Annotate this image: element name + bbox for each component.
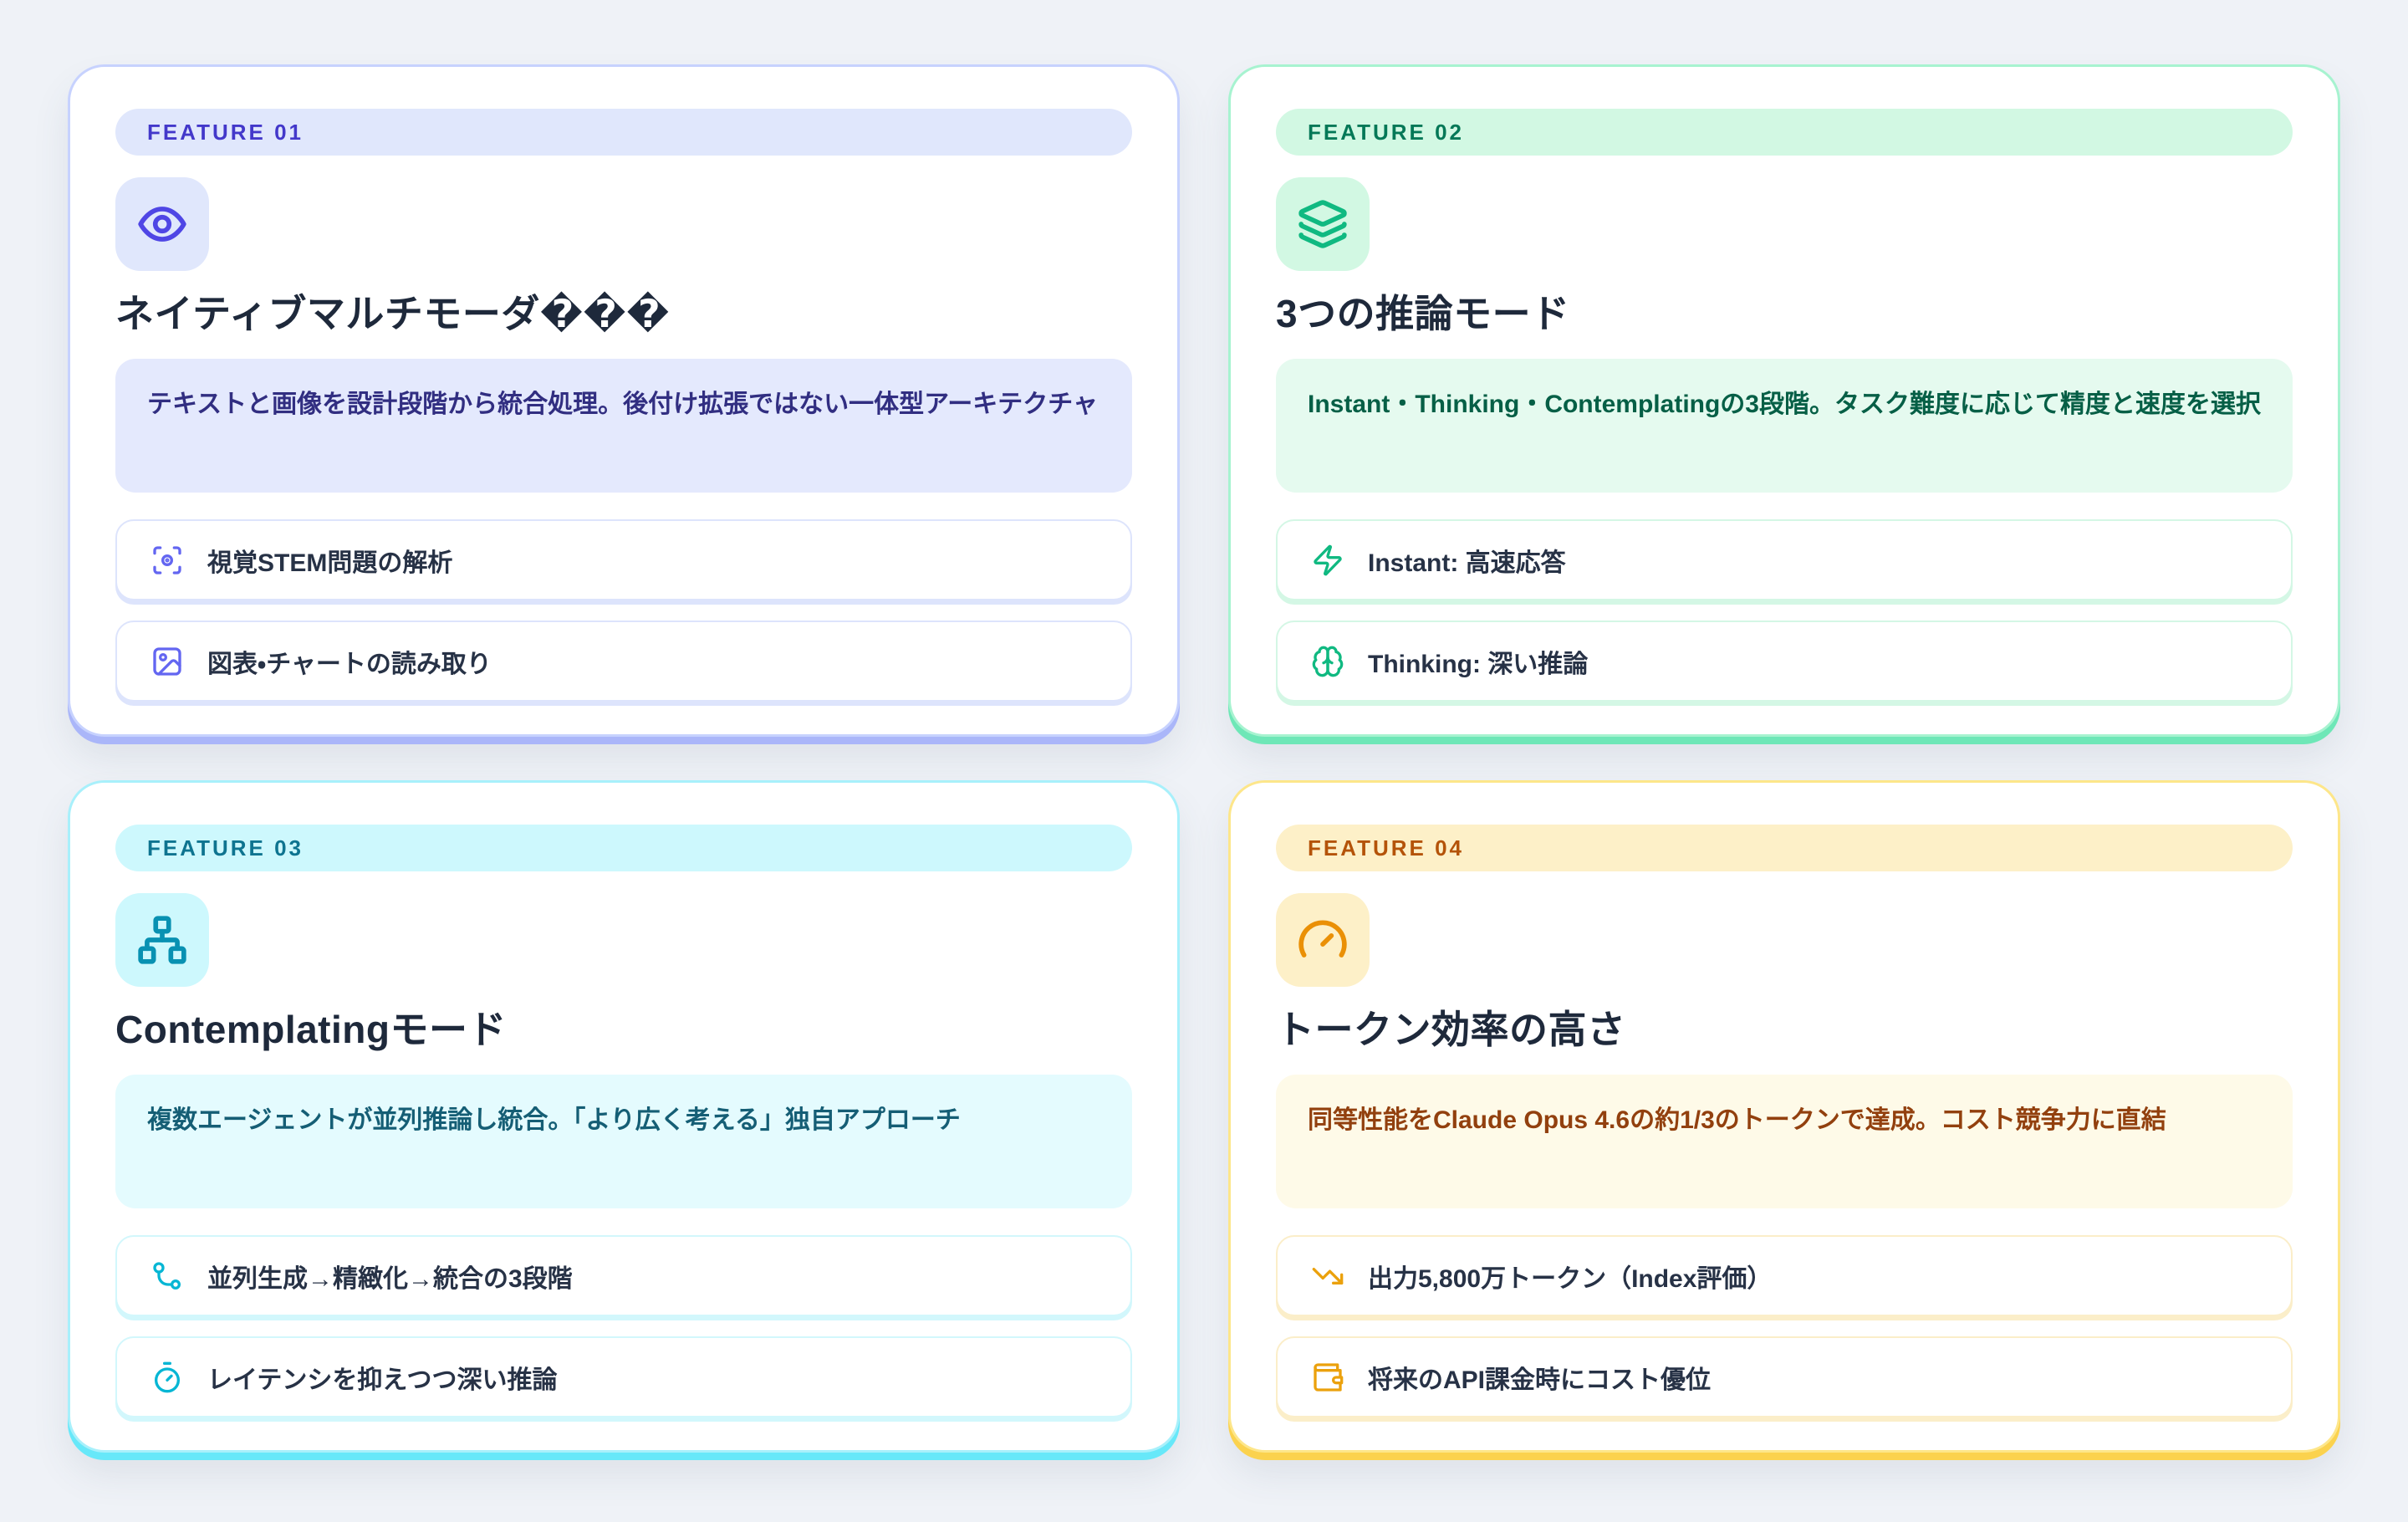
card-description: テキストと画像を設計段階から統合処理。後付け拡張ではない一体型アーキテクチャ [115, 359, 1132, 493]
layers-icon [1276, 177, 1370, 271]
card-description: 同等性能をClaude Opus 4.6の約1/3のトークンで達成。コスト競争力… [1276, 1075, 2293, 1209]
trending-down-icon [1311, 1259, 1344, 1293]
list-item: Instant: 高速応答 [1276, 519, 2293, 601]
list-item-label: Thinking: 深い推論 [1368, 650, 1589, 678]
feature-card-multimodal: FEATURE 01 ネイティブマルチモーダ��� テキストと画像を設計段階から… [68, 64, 1180, 737]
card-title: 3つの推論モード [1276, 292, 1570, 335]
list-item-label: Instant: 高速応答 [1368, 549, 1566, 577]
feature-badge-label: FEATURE 02 [1308, 119, 1464, 145]
timer-icon [150, 1361, 184, 1394]
brain-icon [1311, 645, 1344, 678]
list-item: 将来のAPI課金時にコスト優位 [1276, 1336, 2293, 1418]
feature-card-reasoning-modes: FEATURE 02 3つの推論モード Instant・Thinking・Con… [1228, 64, 2340, 737]
list-item-label: 視覚STEM問題の解析 [207, 549, 453, 577]
card-description: Instant・Thinking・Contemplatingの3段階。タスク難度… [1276, 359, 2293, 493]
list-item-label: 出力5,800万トークン（Index評価） [1368, 1264, 1773, 1293]
feature-badge-label: FEATURE 04 [1308, 835, 1464, 861]
list-item: 視覚STEM問題の解析 [115, 519, 1132, 601]
feature-badge-label: FEATURE 01 [147, 119, 304, 145]
wallet-icon [1311, 1361, 1344, 1394]
list-item-label: レイテンシを抑えつつ深い推論 [207, 1366, 558, 1394]
scan-eye-icon [150, 544, 184, 577]
git-merge-icon [150, 1259, 184, 1293]
feature-badge-label: FEATURE 03 [147, 835, 304, 861]
gauge-icon [1276, 893, 1370, 987]
card-item-list: 並列生成→精緻化→統合の3段階 レイテンシを抑えつつ深い推論 [115, 1235, 1132, 1418]
list-item: レイテンシを抑えつつ深い推論 [115, 1336, 1132, 1418]
image-icon [150, 645, 184, 678]
feature-badge: FEATURE 03 [115, 825, 1132, 871]
list-item: 並列生成→精緻化→統合の3段階 [115, 1235, 1132, 1317]
zap-icon [1311, 544, 1344, 577]
eye-icon [115, 177, 209, 271]
feature-badge: FEATURE 04 [1276, 825, 2293, 871]
card-item-list: Instant: 高速応答 Thinking: 深い推論 [1276, 519, 2293, 702]
card-title: Contemplatingモード [115, 1008, 507, 1051]
card-item-list: 出力5,800万トークン（Index評価） 将来のAPI課金時にコスト優位 [1276, 1235, 2293, 1418]
feature-card-contemplating: FEATURE 03 Contemplatingモード 複数エージェントが並列推… [68, 780, 1180, 1453]
card-description: 複数エージェントが並列推論し統合。「より広く考える」独自アプローチ [115, 1075, 1132, 1209]
feature-badge: FEATURE 02 [1276, 109, 2293, 156]
list-item: Thinking: 深い推論 [1276, 621, 2293, 702]
network-icon [115, 893, 209, 987]
list-item-label: 図表・チャートの読み取り [207, 650, 492, 678]
list-item: 図表・チャートの読み取り [115, 621, 1132, 702]
list-item-label: 並列生成→精緻化→統合の3段階 [207, 1264, 573, 1293]
list-item: 出力5,800万トークン（Index評価） [1276, 1235, 2293, 1317]
card-item-list: 視覚STEM問題の解析 図表・チャートの読み取り [115, 519, 1132, 702]
feature-badge: FEATURE 01 [115, 109, 1132, 156]
feature-card-token-efficiency: FEATURE 04 トークン効率の高さ 同等性能をClaude Opus 4.… [1228, 780, 2340, 1453]
list-item-label: 将来のAPI課金時にコスト優位 [1368, 1366, 1712, 1394]
card-title: トークン効率の高さ [1276, 1008, 1626, 1051]
card-title: ネイティブマルチモーダ��� [115, 292, 670, 335]
